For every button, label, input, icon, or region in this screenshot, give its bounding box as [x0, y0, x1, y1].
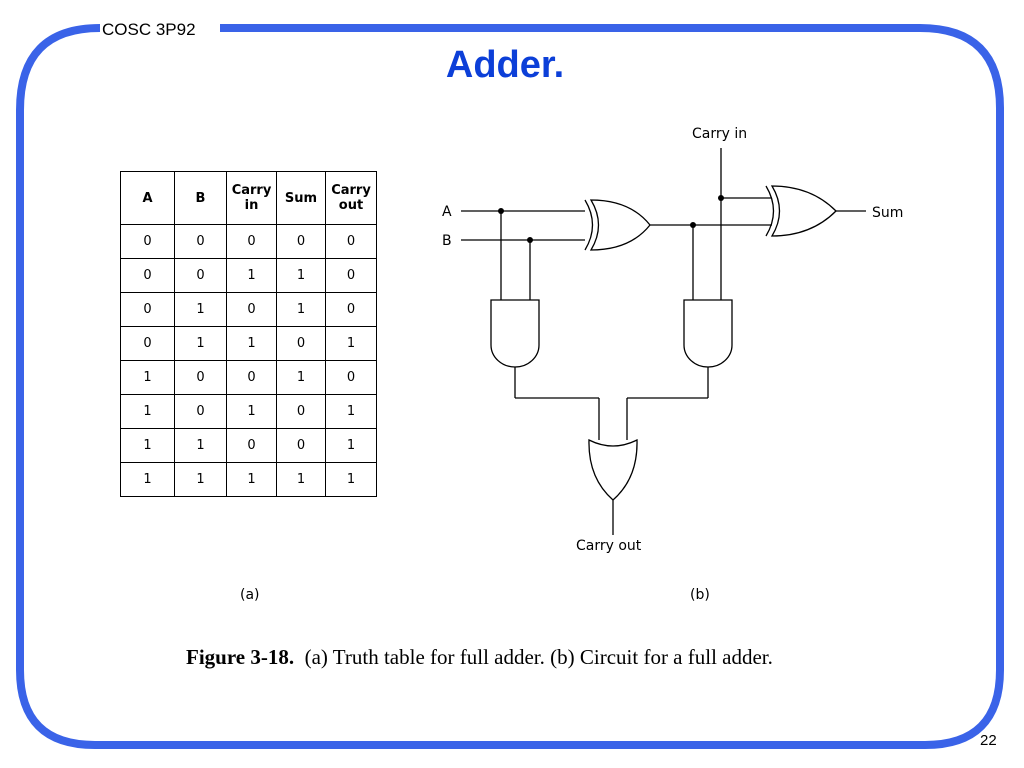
- course-label: COSC 3P92: [100, 19, 198, 41]
- cell: 0: [174, 360, 227, 395]
- cell: 1: [120, 360, 175, 395]
- cell: 1: [276, 258, 326, 293]
- cell: 0: [226, 428, 277, 463]
- table-row: 1 1 1 1 1: [120, 462, 377, 497]
- cell: 1: [276, 462, 326, 497]
- frame-border: [16, 24, 1004, 749]
- header-sum: Sum: [276, 171, 326, 225]
- cell: 0: [325, 224, 377, 259]
- cell: 1: [120, 462, 175, 497]
- and1-gate: [490, 299, 540, 368]
- xor2-gate: [770, 185, 837, 237]
- cell: 0: [276, 428, 326, 463]
- xor2-back-curve: [765, 185, 775, 237]
- cell: 1: [276, 292, 326, 327]
- table-row: 1 0 1 0 1: [120, 394, 377, 429]
- header-carry-out: Carry out: [325, 171, 377, 225]
- truth-table-header-row: A B Carry in Sum Carry out: [120, 171, 377, 225]
- cell: 0: [174, 258, 227, 293]
- cell: 0: [120, 258, 175, 293]
- cell: 0: [276, 224, 326, 259]
- cell: 1: [120, 394, 175, 429]
- figure-caption: Figure 3-18. (a) Truth table for full ad…: [186, 645, 773, 670]
- junction-dot: [527, 237, 533, 243]
- page-number: 22: [980, 732, 997, 749]
- cell: 1: [226, 326, 277, 361]
- cell: 1: [325, 326, 377, 361]
- table-row: 0 1 1 0 1: [120, 326, 377, 361]
- cell: 1: [325, 462, 377, 497]
- figure-number: Figure 3-18.: [186, 645, 295, 669]
- cell: 1: [174, 462, 227, 497]
- cell: 0: [325, 360, 377, 395]
- cell: 0: [120, 292, 175, 327]
- cell: 0: [174, 224, 227, 259]
- input-label-b: B: [442, 233, 452, 249]
- figure-caption-text: (a) Truth table for full adder. (b) Circ…: [304, 645, 773, 669]
- slide-title: Adder.: [445, 44, 565, 86]
- or-gate: [588, 438, 638, 501]
- cell: 1: [174, 292, 227, 327]
- output-label-sum: Sum: [872, 205, 903, 221]
- junction-dot: [690, 222, 696, 228]
- table-row: 1 0 0 1 0: [120, 360, 377, 395]
- junction-dot: [718, 195, 724, 201]
- cell: 0: [325, 258, 377, 293]
- and2-gate: [683, 299, 733, 368]
- table-row: 0 0 1 1 0: [120, 258, 377, 293]
- circuit-label: (b): [690, 587, 710, 603]
- xor1-gate: [589, 199, 651, 251]
- header-a: A: [120, 171, 175, 225]
- input-label-carry-in: Carry in: [692, 126, 747, 142]
- table-label: (a): [240, 587, 260, 603]
- input-label-a: A: [442, 204, 452, 220]
- cell: 1: [226, 462, 277, 497]
- cell: 0: [226, 360, 277, 395]
- cell: 1: [120, 428, 175, 463]
- xor1-back-curve: [584, 199, 594, 251]
- output-label-carry-out: Carry out: [576, 538, 642, 554]
- truth-table: A B Carry in Sum Carry out 0 0 0 0 0 0 0…: [120, 171, 377, 497]
- junction-dot: [498, 208, 504, 214]
